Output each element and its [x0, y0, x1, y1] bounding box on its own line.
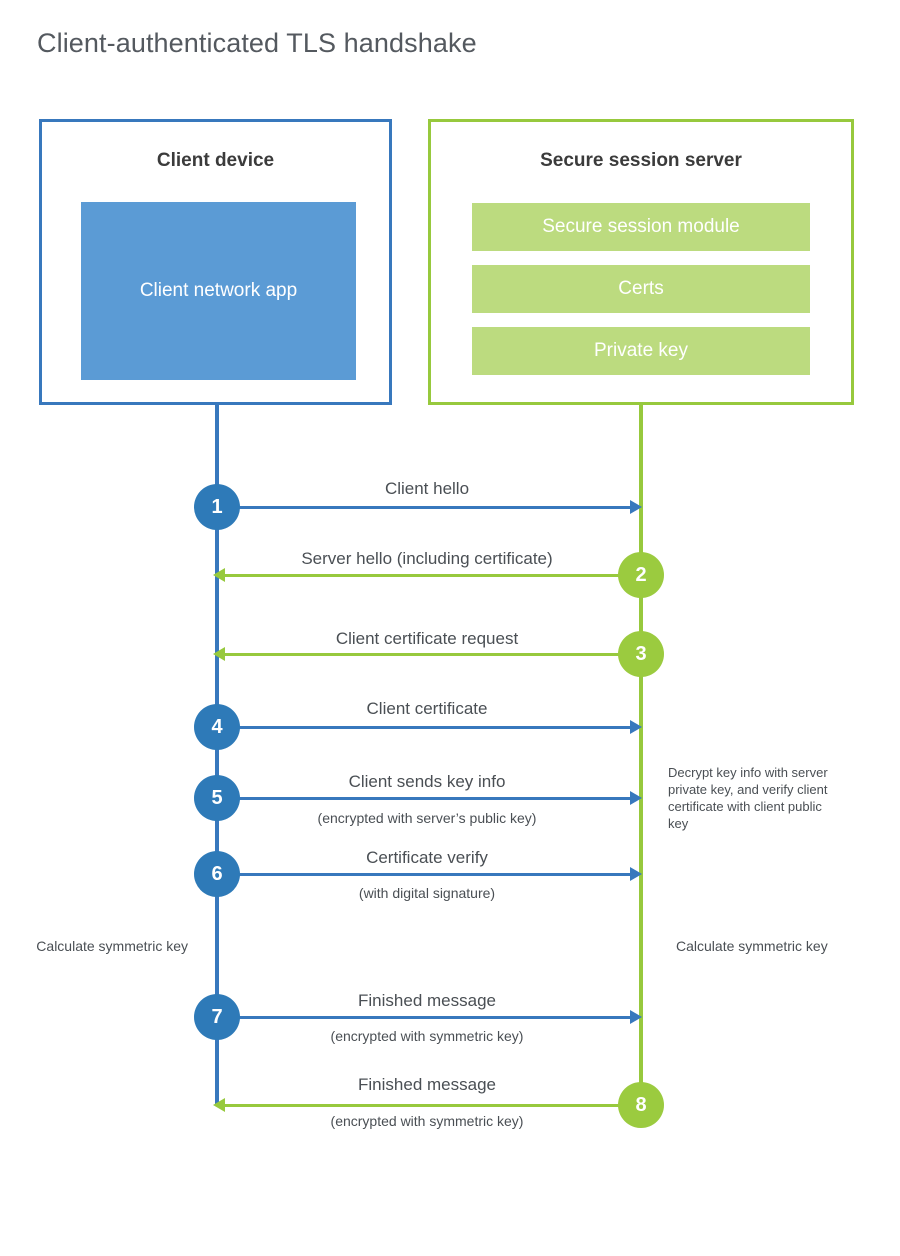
- client-device-title: Client device: [156, 150, 275, 171]
- step-7-arrow-line: [217, 1016, 633, 1019]
- step-4-arrow-head-icon: [630, 720, 642, 734]
- client-lifeline: [215, 405, 219, 1105]
- step-2-marker[interactable]: 2: [618, 552, 664, 598]
- secure-session-server-box: Secure session server Secure session mod…: [428, 119, 854, 405]
- step-2-arrow-line: [225, 574, 641, 577]
- step-3-marker[interactable]: 3: [618, 631, 664, 677]
- step-1-label: Client hello: [384, 479, 470, 498]
- client-device-box: Client device Client network app: [39, 119, 392, 405]
- step-5-label: Client sends key info: [348, 772, 506, 791]
- step-5-marker[interactable]: 5: [194, 775, 240, 821]
- step-8-label: Finished message: [358, 1075, 496, 1094]
- note-decrypt-key-info: Decrypt key info with server private key…: [668, 765, 828, 831]
- page-title: Client-authenticated TLS handshake: [37, 28, 477, 58]
- secure-session-server-title: Secure session server: [540, 150, 742, 171]
- step-3-arrow-line: [225, 653, 641, 656]
- step-3-label: Client certificate request: [335, 629, 519, 648]
- note-calculate-symmetric-key-server: Calculate symmetric key: [676, 938, 828, 954]
- step-2-arrow-head-icon: [213, 568, 225, 582]
- step-4-arrow-line: [217, 726, 633, 729]
- server-component-private-key: Private key: [472, 327, 810, 375]
- step-5-arrow-line: [217, 797, 633, 800]
- server-component-secure-session-module: Secure session module: [472, 203, 810, 251]
- step-7-label: Finished message: [358, 991, 496, 1010]
- step-1-arrow-line: [217, 506, 633, 509]
- step-3-arrow-head-icon: [213, 647, 225, 661]
- step-2-label: Server hello (including certificate): [301, 549, 553, 568]
- client-network-app-block: Client network app: [81, 202, 356, 380]
- step-5-sublabel: (encrypted with server’s public key): [317, 810, 537, 826]
- step-4-label: Client certificate: [366, 699, 488, 718]
- step-8-arrow-head-icon: [213, 1098, 225, 1112]
- step-4-marker[interactable]: 4: [194, 704, 240, 750]
- server-component-certs: Certs: [472, 265, 810, 313]
- step-5-arrow-head-icon: [630, 791, 642, 805]
- step-6-arrow-line: [217, 873, 633, 876]
- step-7-arrow-head-icon: [630, 1010, 642, 1024]
- step-7-sublabel: (encrypted with symmetric key): [330, 1028, 524, 1044]
- step-6-arrow-head-icon: [630, 867, 642, 881]
- step-6-marker[interactable]: 6: [194, 851, 240, 897]
- step-8-arrow-line: [225, 1104, 641, 1107]
- step-8-marker[interactable]: 8: [618, 1082, 664, 1128]
- step-1-arrow-head-icon: [630, 500, 642, 514]
- note-calculate-symmetric-key-client: Calculate symmetric key: [36, 938, 188, 954]
- step-6-sublabel: (with digital signature): [358, 885, 496, 901]
- step-8-sublabel: (encrypted with symmetric key): [330, 1113, 524, 1129]
- server-lifeline: [639, 405, 643, 1105]
- step-7-marker[interactable]: 7: [194, 994, 240, 1040]
- step-1-marker[interactable]: 1: [194, 484, 240, 530]
- step-6-label: Certificate verify: [366, 848, 488, 867]
